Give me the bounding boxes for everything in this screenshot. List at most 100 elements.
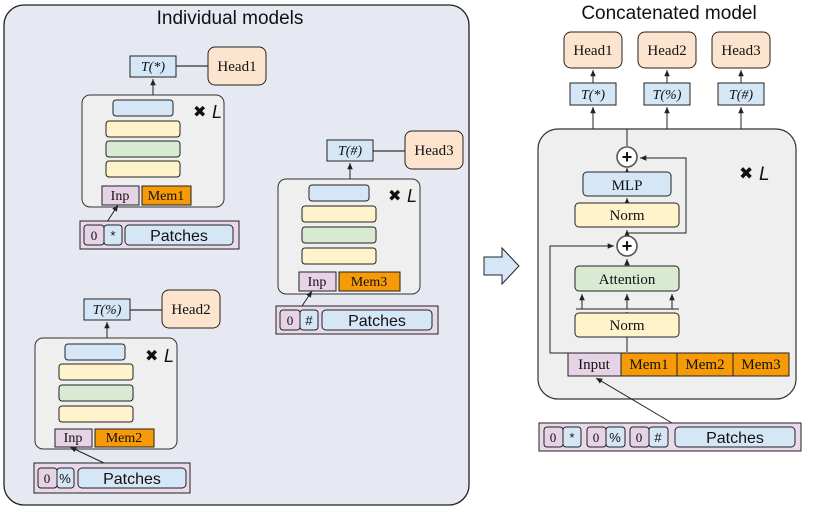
- prefix-token: [56, 467, 75, 489]
- repeat-marker: ✖: [739, 164, 753, 183]
- layer-yellow: [105, 160, 181, 178]
- memory-label: Mem2: [106, 431, 143, 446]
- patches-box: [321, 309, 433, 331]
- prefix-label: %: [59, 471, 71, 486]
- head-label: Head3: [721, 43, 760, 59]
- norm-label: Norm: [610, 208, 645, 224]
- transform-label: T(%): [93, 303, 122, 318]
- transform-box: [129, 55, 177, 78]
- memory-token: [94, 428, 155, 448]
- head-label: Head1: [573, 43, 612, 59]
- prefix-label: #: [305, 313, 313, 328]
- repeat-symbol: L: [212, 102, 222, 122]
- input-token: [101, 185, 140, 206]
- memory-label: Mem3: [351, 275, 388, 290]
- repeat-symbol: L: [164, 346, 174, 366]
- prefix-label: *: [110, 228, 115, 243]
- prefix-label: %: [609, 430, 621, 445]
- prefix-label: 0: [91, 228, 98, 243]
- repeat-marker: ✖: [193, 104, 206, 121]
- residual-connection: [549, 243, 614, 354]
- individual-models-title: Individual models: [157, 8, 304, 29]
- transform-box: [83, 298, 131, 321]
- repeat-symbol: L: [759, 164, 770, 185]
- memory-label: Mem1: [629, 357, 668, 373]
- head-label: Head3: [414, 143, 453, 159]
- norm-block-bottom: [574, 312, 680, 338]
- prefix-token: [299, 309, 319, 331]
- repeat-marker: ✖: [388, 188, 401, 205]
- patches-label: Patches: [348, 313, 406, 330]
- prefix-label: 0: [287, 313, 294, 328]
- layer-yellow: [105, 120, 181, 138]
- patches-label: Patches: [706, 430, 764, 447]
- transition-arrow: [483, 246, 520, 286]
- head-box: [161, 289, 221, 329]
- layer-green: [105, 140, 181, 158]
- input-label: Inp: [64, 431, 83, 446]
- head-label: Head2: [171, 302, 210, 318]
- head-box: [563, 31, 623, 69]
- add-node-label: +: [622, 147, 633, 167]
- patches-label: Patches: [103, 471, 161, 488]
- head-box: [207, 46, 267, 86]
- transform-box: [326, 139, 374, 162]
- head-box: [711, 31, 771, 69]
- layer-blue: [64, 343, 126, 361]
- transform-box: [717, 82, 765, 106]
- transform-label: T(#): [729, 88, 753, 103]
- transform-box: [569, 82, 617, 106]
- prefix-label: 0: [593, 430, 600, 445]
- patches-label: Patches: [150, 228, 208, 245]
- mlp-label: MLP: [612, 178, 643, 194]
- input-label: Inp: [308, 275, 327, 290]
- repeat-marker: ✖: [145, 348, 158, 365]
- head-box: [637, 31, 697, 69]
- add-node: [616, 146, 638, 168]
- layer-yellow: [58, 363, 134, 381]
- transform-label: T(#): [338, 144, 362, 159]
- patches-box: [674, 426, 796, 448]
- memory-label: Mem2: [685, 357, 724, 373]
- input-label: Input: [578, 357, 610, 373]
- attention-block: [574, 265, 680, 292]
- layer-blue: [308, 184, 370, 202]
- head-label: Head1: [217, 59, 256, 75]
- head-label: Head2: [647, 43, 686, 59]
- add-node: [616, 235, 638, 257]
- prefix-token: [562, 426, 582, 448]
- transform-label: T(*): [141, 60, 165, 75]
- add-node-label: +: [622, 236, 633, 256]
- input-label: Inp: [111, 189, 130, 204]
- prefix-label: #: [654, 430, 662, 445]
- layer-yellow: [301, 247, 377, 265]
- prefix-token: [605, 426, 626, 448]
- input-token: [298, 271, 337, 292]
- prefix-label: *: [569, 430, 574, 445]
- individual-model-2: T(%) Head2 ✖ L Inp Mem2 0 % Patches: [33, 289, 221, 494]
- prefix-token: [648, 426, 669, 448]
- individual-model-1: T(*) Head1 ✖ L Inp Mem1 0 * Patches: [79, 46, 267, 250]
- transform-label: T(*): [581, 88, 605, 103]
- patches-box: [77, 467, 187, 489]
- transform-label: T(%): [653, 88, 682, 103]
- mlp-block: [582, 171, 672, 197]
- prefix-label: 0: [636, 430, 643, 445]
- layer-green: [58, 384, 134, 402]
- concatenated-model-title: Concatenated model: [581, 3, 756, 24]
- patches-box: [124, 224, 234, 246]
- prefix-label: 0: [44, 471, 51, 486]
- memory-token: [141, 185, 192, 206]
- layer-yellow: [58, 405, 134, 423]
- layer-blue: [112, 99, 174, 117]
- memory-label: Mem3: [741, 357, 780, 373]
- layer-yellow: [301, 205, 377, 223]
- residual-connection: [627, 155, 687, 234]
- transform-box: [643, 82, 691, 106]
- head-box: [404, 130, 464, 170]
- layer-green: [301, 226, 377, 244]
- individual-model-3: T(#) Head3 ✖ L Inp Mem3 0 # Patches: [275, 130, 464, 335]
- prefix-label: 0: [550, 430, 557, 445]
- attention-label: Attention: [599, 272, 656, 288]
